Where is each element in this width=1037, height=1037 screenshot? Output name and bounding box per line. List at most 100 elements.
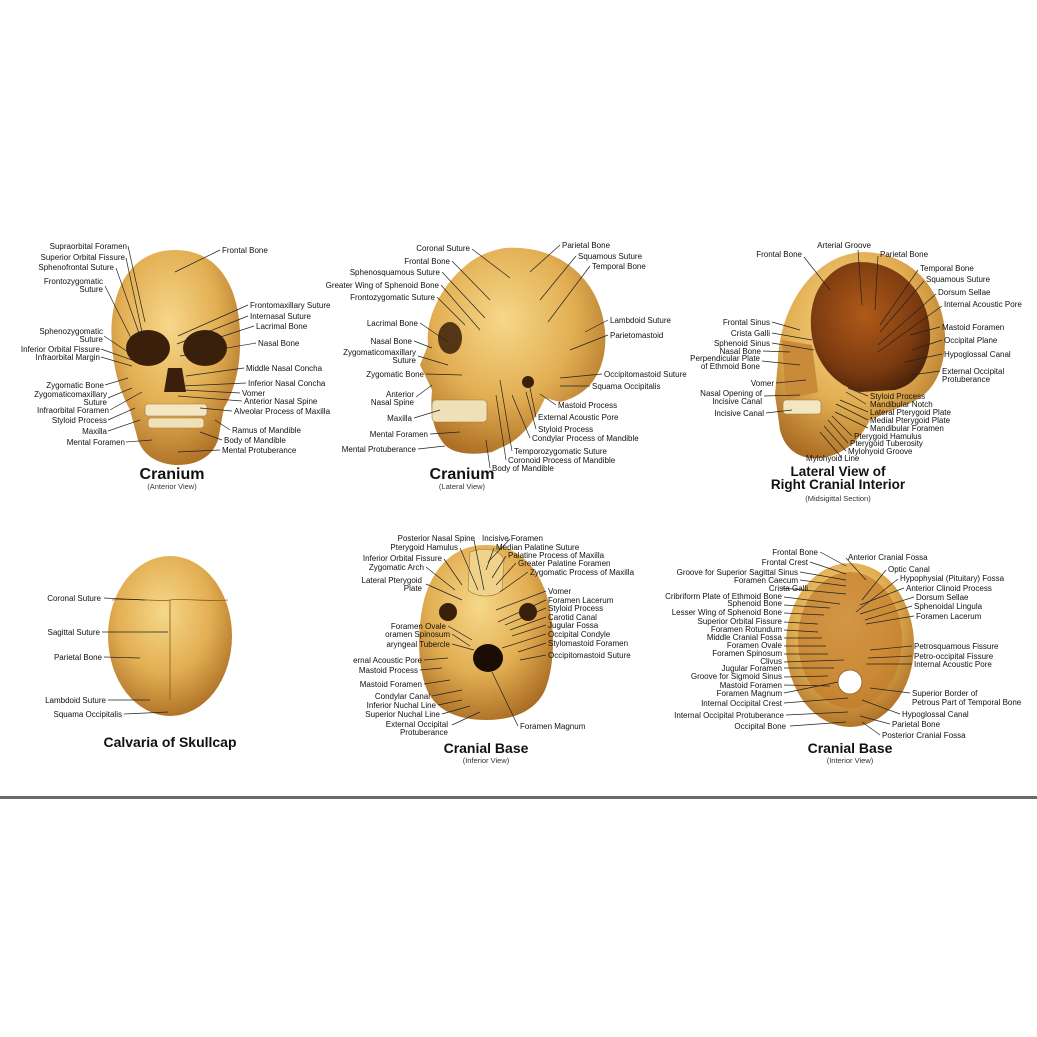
foramen-magnum-hole xyxy=(473,644,503,672)
label: Temporal Bone xyxy=(592,262,646,271)
interior-base-labels: Frontal Bone Frontal Crest Anterior Cran… xyxy=(665,548,1022,740)
label: Inferior Nasal Concha xyxy=(248,379,326,388)
label: External Acoustic Pore xyxy=(538,413,619,422)
panel-title-line2: Right Cranial Interior xyxy=(771,477,906,492)
label: Foramen Spinosum xyxy=(712,649,782,658)
label: Occipital Plane xyxy=(944,336,998,345)
label: Body of Mandible xyxy=(224,436,286,445)
label: Squamous Suture xyxy=(926,275,991,284)
label: Superior Orbital Fissure xyxy=(698,617,783,626)
label: Supraorbital Foramen xyxy=(50,242,127,251)
label: Mandibular Foramen xyxy=(870,424,944,433)
label: Condylar Process of Mandible xyxy=(532,434,639,443)
label: Squamous Suture xyxy=(578,252,643,261)
right-orbit xyxy=(183,330,227,366)
label: Carotid Canal xyxy=(548,613,597,622)
label: Stylomastoid Foramen xyxy=(548,639,628,648)
label: Sphenozygomatic xyxy=(39,327,103,336)
label: Sagittal Suture xyxy=(48,628,101,637)
bottom-divider xyxy=(0,796,1037,799)
label: Mylohyoid Groove xyxy=(848,447,913,456)
label: Mastoid Foramen xyxy=(360,680,422,689)
label: Occipitomastoid Suture xyxy=(604,370,687,379)
label: Plate xyxy=(404,584,423,593)
calvaria-leader-lines xyxy=(102,597,169,715)
label: Styloid Process xyxy=(52,416,107,425)
panel-cranium-anterior: Supraorbital Foramen Superior Orbital Fi… xyxy=(21,242,331,491)
label: Superior Border of xyxy=(912,689,978,698)
label: Coronal Suture xyxy=(416,244,470,253)
panel-title: Cranial Base xyxy=(808,740,893,756)
label: Mastoid Process xyxy=(558,401,617,410)
label: Parietal Bone xyxy=(54,653,103,662)
label: Lambdoid Suture xyxy=(45,696,106,705)
label: Petro-occipital Fissure xyxy=(914,652,994,661)
label: Mental Protuberance xyxy=(342,445,417,454)
label: Nasal Bone xyxy=(258,339,300,348)
panel-title: Lateral View of xyxy=(790,464,886,479)
label: Optic Canal xyxy=(888,565,930,574)
label: Lateral Pterygoid xyxy=(362,576,422,585)
label: Clivus xyxy=(760,657,782,666)
panel-subtitle: (Midsigittal Section) xyxy=(805,494,871,503)
label: Greater Palatine Foramen xyxy=(518,559,611,568)
label: Parietal Bone xyxy=(880,250,929,259)
label: Foramen Rotundum xyxy=(711,625,782,634)
label: Pterygoid Hamulus xyxy=(390,543,458,552)
panel-subtitle: (Lateral View) xyxy=(439,482,486,491)
label: External Occipital xyxy=(942,367,1004,376)
label: Groove for Sigmoid Sinus xyxy=(691,672,782,681)
lateral-orbit xyxy=(438,322,462,354)
label: Vomer xyxy=(751,379,774,388)
panel-title: Cranium xyxy=(140,466,205,483)
label: Suture xyxy=(83,398,107,407)
label: Middle Nasal Concha xyxy=(246,364,323,373)
interior-base-leader-lines xyxy=(781,551,915,736)
label: Mandibular Notch xyxy=(870,400,933,409)
label: Jugular Fossa xyxy=(548,621,599,630)
label: Anterior Nasal Spine xyxy=(244,397,318,406)
panel-base-inferior: Posterior Nasal Spine Incisive Foramen P… xyxy=(353,534,635,765)
label: Dorsum Sellae xyxy=(938,288,991,297)
label: Foramen Magnum xyxy=(520,722,586,731)
label: Maxilla xyxy=(387,414,412,423)
label: Sphenosquamous Suture xyxy=(350,268,441,277)
label: Petrosquamous Fissure xyxy=(914,642,999,651)
label: Frontal Bone xyxy=(404,257,450,266)
label: Palatine Process of Maxilla xyxy=(508,551,605,560)
label: Squama Occipitalis xyxy=(592,382,660,391)
label: Pterygoid Hamulus xyxy=(854,432,922,441)
left-orbit xyxy=(126,330,170,366)
label: Frontal Bone xyxy=(222,246,268,255)
label: Styloid Process xyxy=(870,392,925,401)
label: Mental Foramen xyxy=(67,438,125,447)
lateral-leader-lines xyxy=(413,244,609,469)
panel-base-interior: Frontal Bone Frontal Crest Anterior Cran… xyxy=(665,548,1022,765)
label: Greater Wing of Sphenoid Bone xyxy=(326,281,440,290)
label: Zygomatic Process of Maxilla xyxy=(530,568,635,577)
label: Foramen Lacerum xyxy=(916,612,982,621)
label: Mastoid Foramen xyxy=(720,681,782,690)
upper-teeth xyxy=(144,403,208,417)
cranial-fossae xyxy=(798,572,902,708)
label: Suture xyxy=(79,285,103,294)
label: Internal Occipital Protuberance xyxy=(674,711,784,720)
label: Crista Galli xyxy=(769,584,808,593)
label: Mental Foramen xyxy=(370,430,428,439)
label: Sphenoid Bone xyxy=(727,599,782,608)
label: Maxilla xyxy=(82,427,107,436)
label: Anterior Cranial Fossa xyxy=(848,553,928,562)
label: Nasal Opening of xyxy=(700,389,763,398)
anterior-labels: Supraorbital Foramen Superior Orbital Fi… xyxy=(21,242,331,455)
label: oramen Spinosum xyxy=(385,630,450,639)
label: Lambdoid Suture xyxy=(610,316,671,325)
label: Posterior Cranial Fossa xyxy=(882,731,966,740)
left-cavity xyxy=(439,603,457,621)
label: Internal Occipital Crest xyxy=(701,699,783,708)
label: Internal Acoustic Pore xyxy=(944,300,1022,309)
label: Parietal Bone xyxy=(562,241,611,250)
foramen-magnum-interior xyxy=(837,669,863,695)
anterior-leader-lines xyxy=(100,245,257,453)
label: Zygomatic Arch xyxy=(369,563,424,572)
